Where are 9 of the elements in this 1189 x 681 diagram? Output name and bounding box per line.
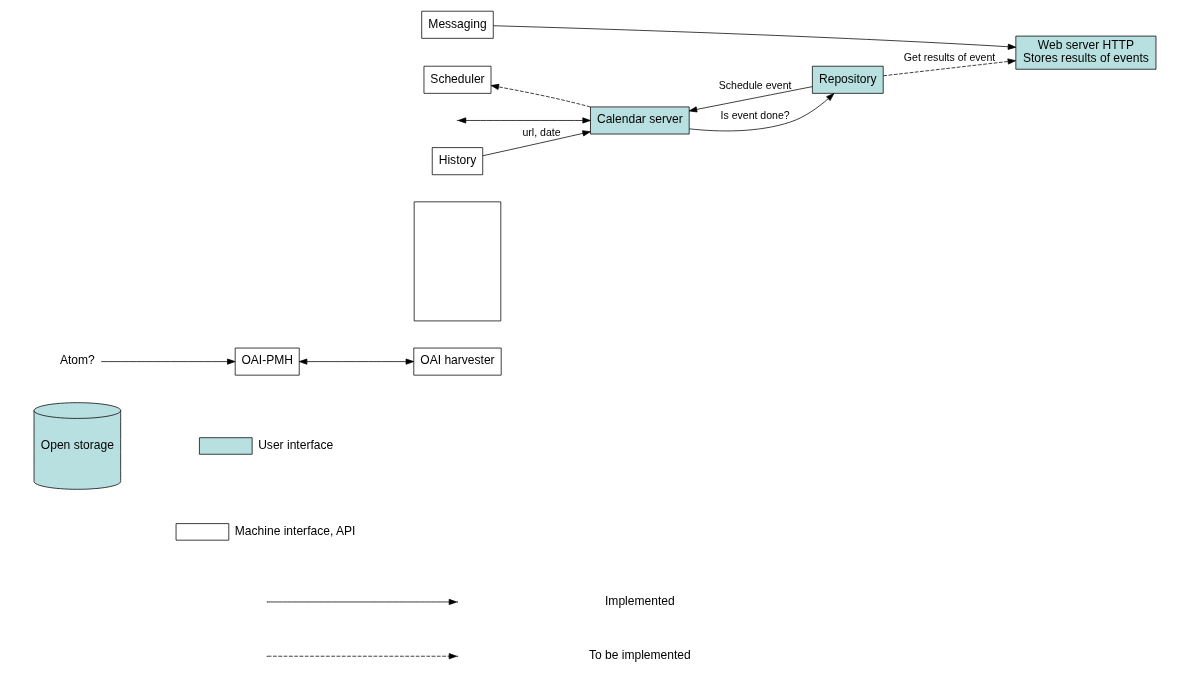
legend-label: Machine interface, API [234, 523, 355, 538]
legend-label: To be implemented [588, 648, 691, 663]
edge-label: url, date [521, 125, 561, 138]
edge-label: Get results of event [903, 51, 995, 64]
edge-label: Schedule event [718, 78, 791, 91]
legend-label: Implemented [604, 593, 675, 608]
legend-label: User interface [257, 437, 333, 452]
edge-label: Is event done? [720, 109, 790, 122]
node-text: Atom? [59, 353, 95, 368]
